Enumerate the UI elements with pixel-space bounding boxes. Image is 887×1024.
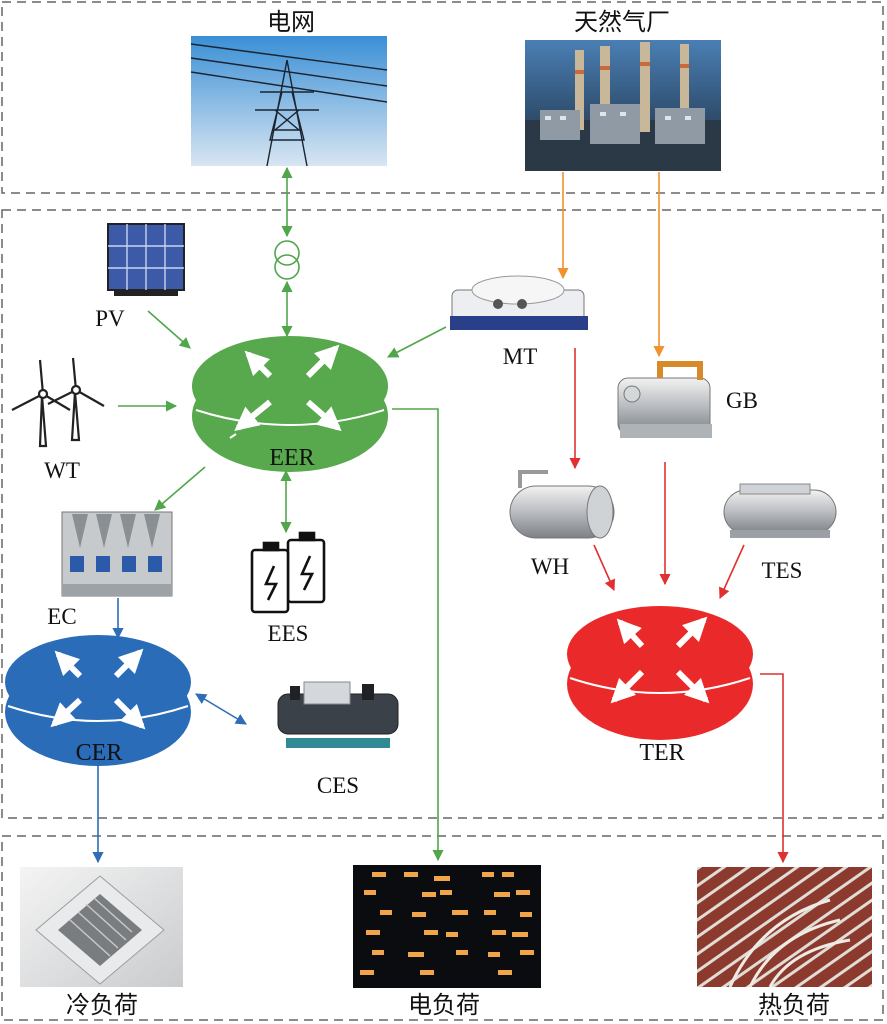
wh-label: WH: [531, 554, 569, 579]
ees-label: EES: [268, 621, 309, 646]
eer-label: EER: [269, 445, 314, 471]
grid-tower-icon: [190, 36, 388, 167]
cold-storage-icon: [277, 681, 399, 748]
pv-panel-icon: [107, 223, 185, 296]
wind-turbine-icon: [11, 357, 105, 448]
electric-load-icon: [353, 865, 541, 988]
gas-boiler-icon: [617, 361, 712, 438]
gas-lines: [557, 172, 665, 358]
tes-label: TES: [762, 558, 803, 583]
mt-label: MT: [503, 344, 538, 369]
frame-sources: [1, 1, 884, 194]
transformer-icon: [274, 240, 300, 280]
ter-hub: [567, 606, 753, 740]
ces-label: CES: [317, 773, 359, 798]
frame-loads: [1, 835, 884, 1021]
heat-lines: [569, 348, 789, 864]
waste-heat-icon: [509, 470, 615, 539]
wt-label: WT: [44, 458, 80, 483]
cold-load-label: 冷负荷: [66, 991, 138, 1019]
battery-storage-icon: [250, 531, 326, 614]
cold-lines: [92, 598, 247, 864]
electric-load-label: 电负荷: [408, 991, 480, 1019]
gas-plant-icon: [525, 40, 721, 171]
eer-hub: [192, 336, 388, 472]
gb-label: GB: [726, 388, 758, 413]
thermal-storage-icon: [723, 483, 837, 538]
grid-label: 电网: [267, 8, 315, 36]
electric-lines: [118, 310, 447, 862]
cer-hub: [5, 635, 191, 766]
heat-load-label: 热负荷: [758, 991, 830, 1019]
pv-label: PV: [95, 306, 125, 331]
gas-plant-label: 天然气厂: [574, 8, 670, 36]
cold-load-icon: [20, 867, 183, 987]
electric-chiller-icon: [61, 511, 173, 597]
micro-turbine-icon: [450, 275, 588, 330]
ec-label: EC: [47, 604, 76, 629]
cer-label: CER: [76, 740, 123, 766]
frame-system: [1, 209, 884, 819]
ter-label: TER: [639, 740, 684, 766]
heat-load-icon: [697, 867, 872, 988]
